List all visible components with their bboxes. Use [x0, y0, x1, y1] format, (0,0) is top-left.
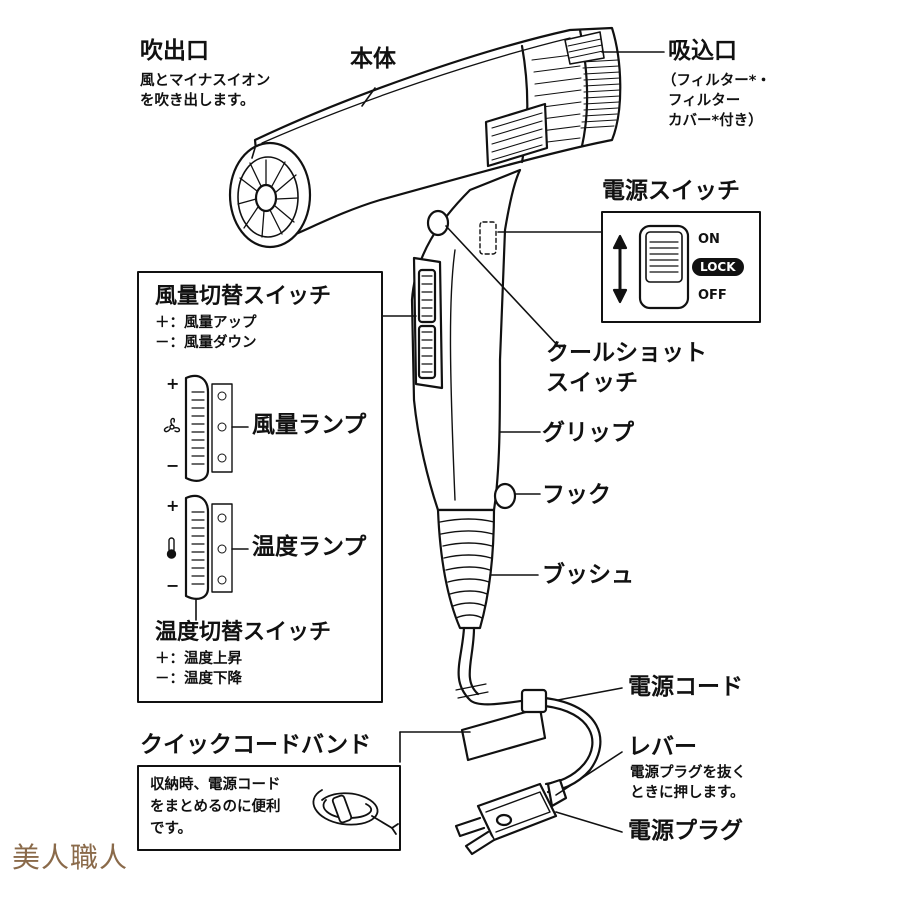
watermark-logo: 美人職人 — [12, 841, 129, 874]
label-hontai: 本体 — [350, 46, 396, 72]
dryer-handle — [410, 168, 522, 512]
leader-lines — [251, 51, 665, 833]
label-lever-desc-2: ときに押します。 — [630, 785, 745, 801]
label-power-lock: LOCK — [692, 258, 744, 276]
label-suikomi-desc-1: （フィルター*・ — [662, 73, 771, 89]
fan-icon — [163, 417, 181, 433]
power-switch-inset — [601, 211, 761, 323]
label-fukidashi-desc-1: 風とマイナスイオン — [140, 73, 271, 89]
label-quick-band-desc-1: 収納時、電源コード — [150, 777, 281, 793]
label-hook: フック — [542, 482, 611, 508]
label-airflow-lamp: 風量ランプ — [252, 412, 367, 438]
label-airflow-up: ＋：風量アップ — [155, 315, 257, 331]
dryer-cord — [454, 626, 602, 856]
label-power-cord: 電源コード — [628, 674, 743, 700]
dryer-outlet — [228, 141, 312, 249]
label-power-off: OFF — [698, 288, 727, 303]
label-temp-switch: 温度切替スイッチ — [155, 620, 332, 645]
label-quick-band-desc-2: をまとめるのに便利 — [150, 799, 281, 815]
label-grip: グリップ — [542, 420, 634, 446]
label-fukidashi: 吹出口 — [140, 38, 209, 64]
label-suikomi: 吸込口 — [668, 38, 737, 64]
quick-band-inset — [137, 765, 401, 851]
label-lever-desc-1: 電源プラグを抜く — [630, 765, 746, 781]
label-fukidashi-desc-2: を吹き出します。 — [140, 93, 255, 109]
thermometer-icon — [166, 537, 177, 559]
label-cool-shot-1: クールショット — [546, 340, 707, 366]
label-suikomi-desc-3: カバー*付き） — [668, 113, 763, 129]
dryer-body — [253, 26, 622, 247]
label-power-switch: 電源スイッチ — [602, 178, 740, 204]
label-temp-up: ＋：温度上昇 — [155, 651, 242, 667]
label-plug: 電源プラグ — [628, 818, 743, 844]
label-cool-shot-2: スイッチ — [546, 370, 638, 396]
label-temp-lamp: 温度ランプ — [252, 534, 367, 560]
temp-minus: − — [166, 576, 180, 595]
label-temp-down: －：温度下降 — [155, 671, 242, 687]
label-airflow-down: －：風量ダウン — [155, 335, 257, 351]
control-panel-inset — [137, 271, 383, 703]
label-airflow-switch: 風量切替スイッチ — [155, 284, 332, 309]
temp-plus: + — [166, 496, 180, 515]
airflow-minus: − — [166, 456, 180, 475]
label-quick-band-desc-3: です。 — [150, 821, 193, 837]
dryer-bush — [436, 482, 517, 630]
label-suikomi-desc-2: フィルター — [668, 93, 741, 109]
label-power-on: ON — [698, 232, 720, 247]
label-bush: ブッシュ — [542, 562, 634, 588]
airflow-plus: + — [166, 374, 180, 393]
label-lever: レバー — [628, 734, 697, 760]
label-quick-band: クイックコードバンド — [140, 732, 372, 758]
